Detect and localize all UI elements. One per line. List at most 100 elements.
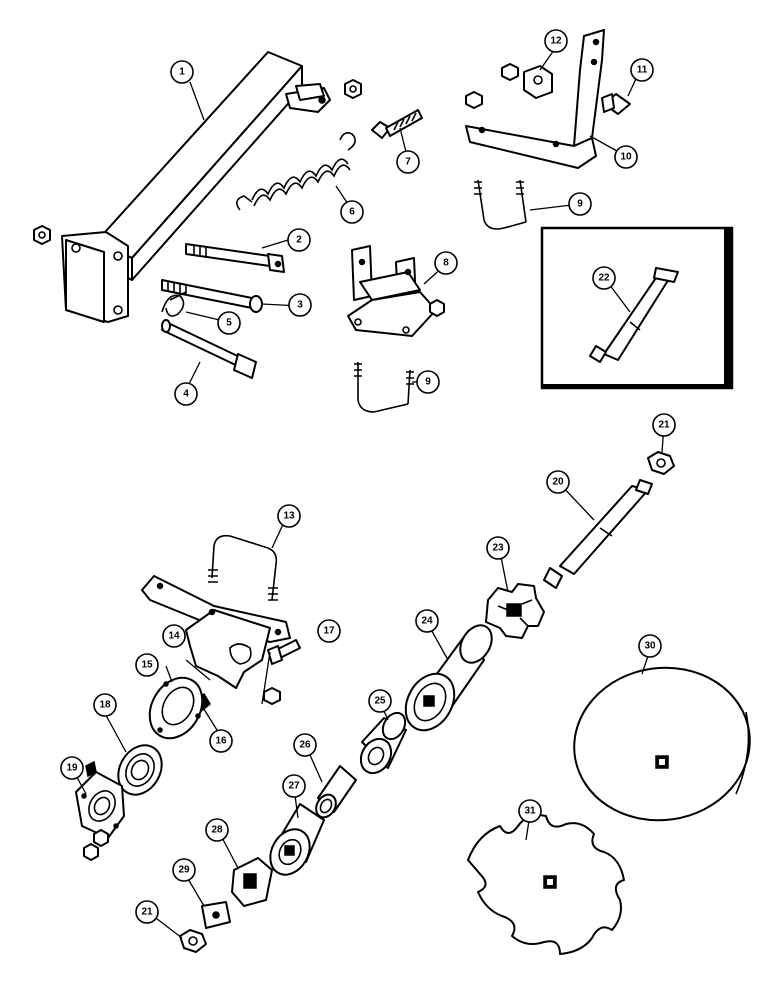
part-15-flange — [148, 676, 204, 740]
hex-nut-19b — [83, 843, 99, 861]
part-11-cap-screw — [601, 93, 631, 115]
callout-10: 10 — [614, 145, 638, 169]
callout-23-label: 23 — [492, 543, 504, 554]
callout-24-label: 24 — [421, 616, 433, 627]
callout-15: 15 — [135, 653, 159, 677]
callout-21-upper-label: 21 — [658, 420, 670, 431]
callout-7: 7 — [396, 150, 420, 174]
hex-nut-upper — [344, 79, 362, 99]
callout-9-upper-label: 9 — [577, 199, 583, 210]
part-28-square-block — [231, 857, 273, 907]
part-31-notched-disc — [467, 814, 625, 955]
hex-nut-10b — [465, 91, 483, 109]
hex-nut-19a — [93, 829, 109, 847]
part-13-u-bolt — [208, 534, 278, 601]
part-21-nut-lower — [179, 929, 207, 953]
part-30-smooth-disc — [573, 666, 751, 822]
callout-31-label: 31 — [524, 806, 536, 817]
part-6-tension-spring — [236, 132, 356, 211]
part-2-pin — [185, 243, 285, 273]
part-17-bolt — [267, 639, 301, 665]
callout-12: 12 — [544, 29, 568, 53]
callout-16-label: 16 — [215, 736, 227, 747]
callout-20-label: 20 — [552, 477, 564, 488]
hex-nut-bracket — [429, 299, 445, 317]
callout-27-label: 27 — [288, 781, 300, 792]
part-22-axle-shaft — [589, 267, 679, 363]
part-23-spool-washer — [485, 583, 545, 639]
callout-24: 24 — [415, 609, 439, 633]
callout-13: 13 — [277, 504, 301, 528]
part-25-cone-spacer — [359, 711, 407, 775]
callout-29-label: 29 — [178, 865, 190, 876]
callout-9-upper: 9 — [568, 192, 592, 216]
callout-22-label: 22 — [598, 273, 610, 284]
part-9-u-bolt-upper — [474, 179, 527, 230]
callout-6-label: 6 — [349, 207, 355, 218]
callout-1-label: 1 — [179, 67, 185, 78]
part-14-scraper-bracket — [141, 575, 291, 689]
callout-3: 3 — [288, 293, 312, 317]
callout-8-label: 8 — [443, 258, 449, 269]
callout-30: 30 — [638, 634, 662, 658]
callout-1: 1 — [170, 60, 194, 84]
callout-17-label: 17 — [323, 626, 335, 637]
callout-14: 14 — [162, 624, 186, 648]
part-24-spool — [404, 624, 493, 732]
callout-17: 17 — [317, 619, 341, 643]
callout-4-label: 4 — [183, 389, 189, 400]
callout-13-label: 13 — [283, 511, 295, 522]
callout-6: 6 — [340, 200, 364, 224]
hex-nut-14 — [263, 687, 281, 705]
callout-14-label: 14 — [168, 631, 180, 642]
callout-9-lower-label: 9 — [425, 377, 431, 388]
callout-8: 8 — [434, 251, 458, 275]
callout-28: 28 — [205, 818, 229, 842]
callout-4: 4 — [174, 382, 198, 406]
callout-27: 27 — [282, 774, 306, 798]
callout-25-label: 25 — [374, 696, 386, 707]
callout-29: 29 — [172, 858, 196, 882]
part-19-bearing-housing — [75, 771, 125, 839]
callout-5: 5 — [217, 311, 241, 335]
part-27-flanged-bushing — [269, 803, 325, 876]
part-26-tube-spacer — [315, 765, 357, 819]
callout-3-label: 3 — [297, 300, 303, 311]
part-5-pin-clip — [161, 291, 187, 317]
callout-25: 25 — [368, 689, 392, 713]
part-20-axle-shaft — [543, 479, 653, 589]
part-4-t-handle-pin — [161, 319, 257, 379]
part-29-spring-clip — [201, 901, 231, 929]
callout-21-lower: 21 — [135, 900, 159, 924]
part-10-angle-bracket — [465, 29, 605, 169]
callout-11-label: 11 — [637, 65, 648, 76]
part-9-u-bolt-lower — [354, 362, 414, 413]
callout-10-label: 10 — [620, 152, 632, 163]
callout-12-label: 12 — [550, 36, 562, 47]
callout-18: 18 — [93, 693, 117, 717]
callout-28-label: 28 — [211, 825, 223, 836]
part-18-bearing — [117, 744, 163, 796]
part-21-nut-upper — [647, 451, 675, 475]
grease-fitting-small — [85, 760, 97, 778]
callout-9-lower: 9 — [416, 370, 440, 394]
hex-nut-left — [33, 225, 51, 245]
part-7-bolt — [371, 109, 423, 139]
callout-21-lower-label: 21 — [141, 907, 153, 918]
hex-nut-10a — [501, 63, 519, 81]
callout-19-label: 19 — [66, 763, 78, 774]
callout-5-label: 5 — [226, 318, 232, 329]
callout-18-label: 18 — [99, 700, 111, 711]
callout-30-label: 30 — [644, 641, 656, 652]
callout-16: 16 — [209, 729, 233, 753]
part-3-bolt — [161, 279, 263, 313]
callout-21-upper: 21 — [652, 413, 676, 437]
callout-15-label: 15 — [141, 660, 153, 671]
callout-31: 31 — [518, 799, 542, 823]
callout-2-label: 2 — [296, 235, 302, 246]
callout-22: 22 — [592, 266, 616, 290]
callout-2: 2 — [287, 228, 311, 252]
part-8-mounting-bracket — [347, 245, 437, 337]
callout-11: 11 — [630, 58, 654, 82]
